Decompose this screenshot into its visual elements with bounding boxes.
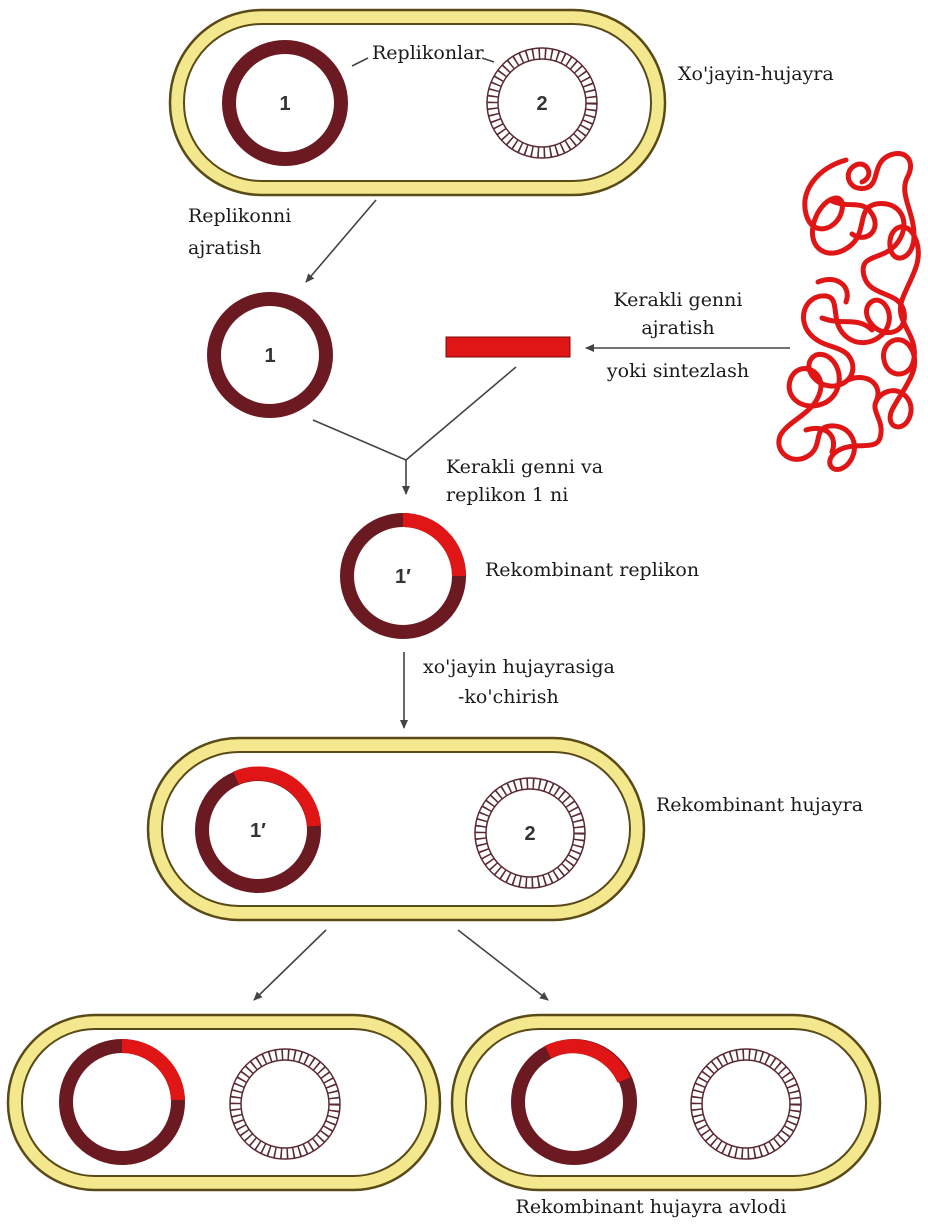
recombinant-cell-label: Rekombinant hujayra: [656, 794, 863, 816]
replicon-1-number: 1: [279, 93, 290, 115]
join-line-right: [406, 367, 516, 460]
replicon-2-number: 2: [536, 93, 547, 115]
division-arrow-left: [254, 930, 326, 1000]
isolate-replicon-label-1: Replikonni: [188, 205, 291, 227]
join-line-left: [313, 420, 406, 460]
transfer-label-1: xo'jayin hujayrasiga: [423, 656, 615, 678]
gene-fragment: [446, 337, 570, 357]
recombinant-cell: [148, 738, 644, 920]
replikonlar-label: Replikonlar: [372, 42, 484, 64]
dna-coil-icon: [779, 153, 919, 469]
recombinant-cell-replicon-2-number: 2: [524, 823, 535, 845]
gene-isolate-label-2: ajratish: [641, 317, 714, 339]
gene-isolate-label-3: yoki sintezlash: [606, 360, 749, 382]
join-label-1: Kerakli genni va: [446, 456, 603, 478]
host-cell: [170, 10, 665, 195]
join-label-2: replikon 1 ni: [446, 484, 568, 506]
isolated-replicon-number: 1: [264, 345, 275, 367]
transfer-label-2: -ko'chirish: [458, 686, 559, 708]
host-cell-label: Xo'jayin-hujayra: [678, 63, 834, 85]
recombinant-replicon-number: 1′: [395, 566, 411, 588]
isolate-replicon-label-2: ajratish: [188, 237, 261, 259]
recombinant-replicon-label: Rekombinant replikon: [485, 559, 699, 581]
progeny-label: Rekombinant hujayra avlodi: [516, 1196, 787, 1218]
isolate-replicon-arrow: [306, 200, 376, 282]
recombinant-cell-replicon-number: 1′: [250, 820, 266, 842]
division-arrow-right: [458, 930, 548, 1000]
gene-isolate-label-1: Kerakli genni: [613, 289, 742, 311]
